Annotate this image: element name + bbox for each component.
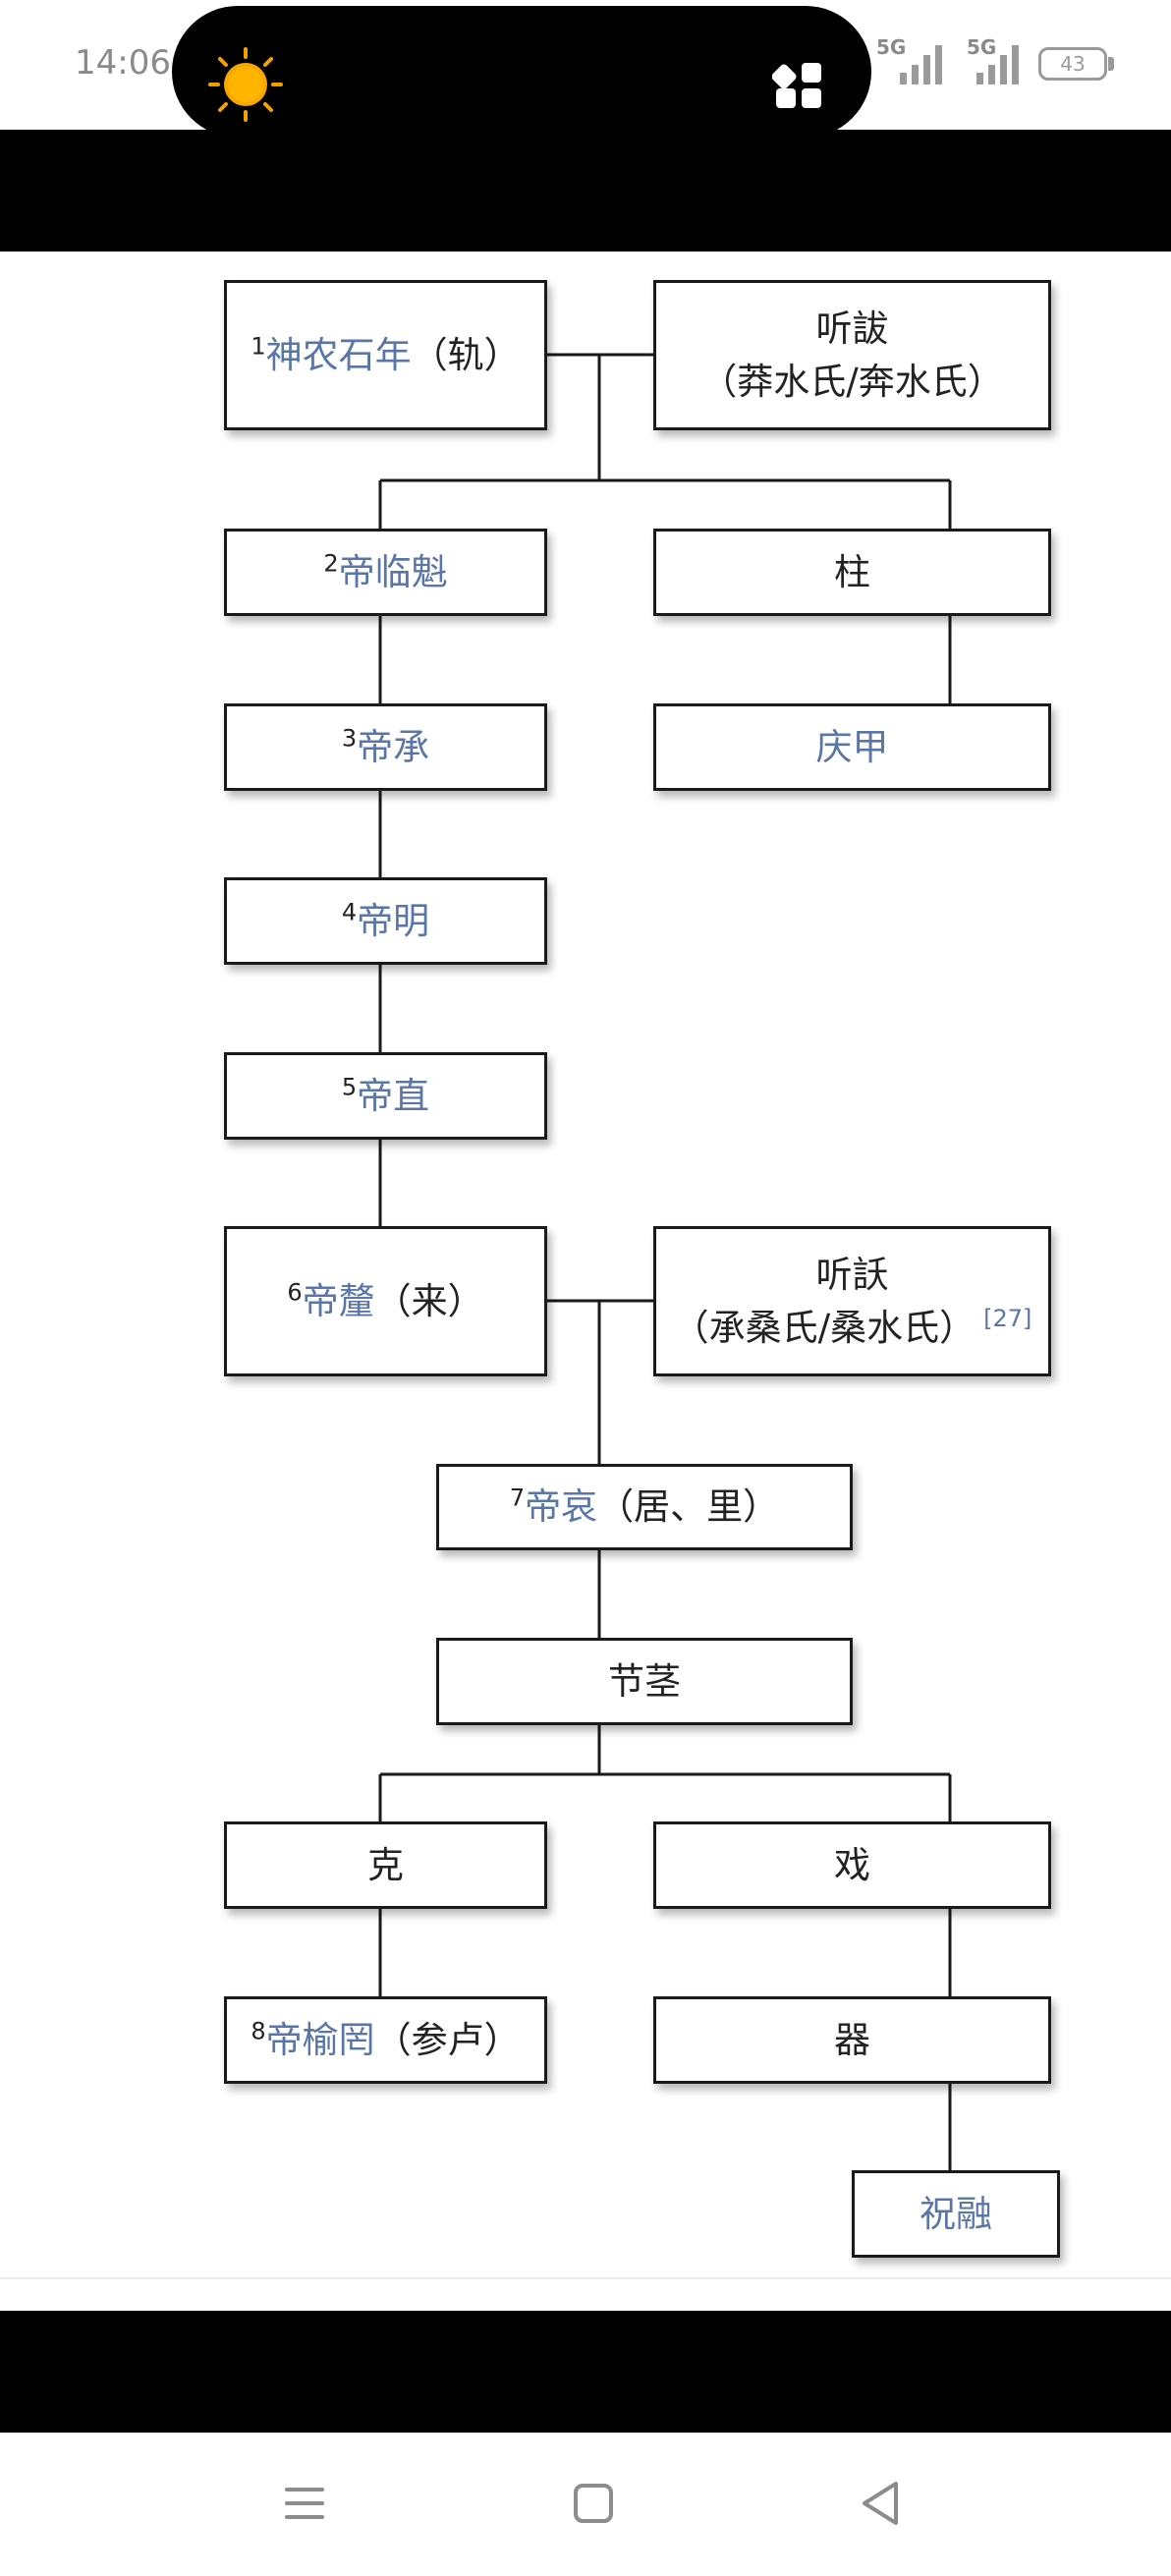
zhurong-link[interactable]: 祝融 — [920, 2192, 992, 2235]
node-dili: 6帝釐（来） — [224, 1226, 547, 1376]
zhu-name: 柱 — [834, 550, 870, 593]
diming-link[interactable]: 帝明 — [357, 899, 430, 942]
shennong-note: （轨） — [411, 333, 521, 376]
network-label-1: 5G — [876, 35, 907, 59]
top-black-band — [0, 130, 1171, 252]
node-diyuwang: 8帝榆罔（参卢） — [224, 1996, 547, 2084]
node-zhurong: 祝融 — [852, 2170, 1060, 2258]
navigation-bar — [0, 2433, 1171, 2576]
node-ke: 克 — [224, 1821, 547, 1909]
shennong-link[interactable]: 神农石年 — [265, 333, 412, 376]
signal-icon — [900, 45, 942, 84]
node-number: 6 — [287, 1278, 303, 1307]
tingba-clan: （莽水氏/奔水氏） — [700, 360, 1004, 403]
tingyao-name: 听訞 — [815, 1253, 889, 1296]
node-qingjia: 庆甲 — [653, 703, 1051, 791]
node-shennong: 1神农石年（轨） — [224, 280, 547, 430]
menu-icon — [285, 2488, 324, 2519]
node-number: 2 — [323, 549, 339, 578]
back-icon — [863, 2482, 898, 2525]
diai-link[interactable]: 帝哀 — [525, 1485, 598, 1529]
family-tree-diagram: 1神农石年（轨） 听詙 （莽水氏/奔水氏） 2帝临魁 柱 3帝承 庆甲 4帝明 … — [0, 252, 1171, 2279]
diai-note: （居、里） — [597, 1485, 780, 1529]
signal-icon-2 — [976, 45, 1019, 84]
camera-pill — [172, 6, 871, 138]
node-diming: 4帝明 — [224, 877, 547, 965]
tingba-name: 听詙 — [815, 307, 889, 350]
apps-icon[interactable] — [772, 59, 825, 112]
node-dicheng: 3帝承 — [224, 703, 547, 791]
home-button[interactable] — [554, 2464, 633, 2543]
node-xi: 戏 — [653, 1821, 1051, 1909]
node-zhu: 柱 — [653, 529, 1051, 616]
battery-icon: 43 — [1038, 47, 1107, 81]
dili-link[interactable]: 帝釐 — [302, 1279, 375, 1322]
qingjia-link[interactable]: 庆甲 — [815, 725, 889, 768]
tingyao-clan: （承桑氏/桑水氏） — [672, 1306, 976, 1349]
battery-tip — [1108, 57, 1114, 71]
content-divider — [0, 2277, 1171, 2279]
node-number: 8 — [251, 2017, 266, 2045]
ke-name: 克 — [367, 1843, 404, 1886]
diyuwang-link[interactable]: 帝榆罔 — [265, 2018, 375, 2061]
node-number: 5 — [341, 1073, 358, 1101]
sun-icon — [208, 47, 283, 122]
node-dizhi: 5帝直 — [224, 1052, 547, 1140]
diyuwang-note: （参卢） — [374, 2018, 521, 2061]
node-number: 7 — [509, 1484, 526, 1512]
node-number: 1 — [251, 332, 266, 361]
bottom-black-band — [0, 2311, 1171, 2433]
node-jiejing: 节茎 — [436, 1638, 853, 1725]
node-number: 4 — [341, 898, 358, 926]
dizhi-link[interactable]: 帝直 — [357, 1074, 430, 1117]
dicheng-link[interactable]: 帝承 — [357, 725, 430, 768]
status-bar: 14:06 5G 5G 43 — [0, 0, 1171, 138]
node-tingyao: 听訞 （承桑氏/桑水氏）[27] — [653, 1226, 1051, 1376]
status-time: 14:06 — [75, 43, 171, 83]
node-qi: 器 — [653, 1996, 1051, 2084]
dilinkui-link[interactable]: 帝临魁 — [338, 550, 448, 593]
qi-name: 器 — [834, 2018, 870, 2061]
battery-level: 43 — [1060, 52, 1086, 76]
dili-note: （来） — [374, 1279, 484, 1322]
home-icon — [574, 2484, 613, 2523]
connector-lines — [378, 353, 952, 2171]
node-dilinkui: 2帝临魁 — [224, 529, 547, 616]
back-button[interactable] — [841, 2464, 920, 2543]
xi-name: 戏 — [834, 1843, 870, 1886]
node-diai: 7帝哀（居、里） — [436, 1464, 853, 1550]
jiejing-name: 节茎 — [608, 1659, 681, 1703]
citation-link[interactable]: [27] — [983, 1305, 1032, 1333]
node-number: 3 — [341, 724, 358, 753]
menu-button[interactable] — [265, 2464, 344, 2543]
network-label-2: 5G — [967, 35, 997, 59]
node-tingba: 听詙 （莽水氏/奔水氏） — [653, 280, 1051, 430]
